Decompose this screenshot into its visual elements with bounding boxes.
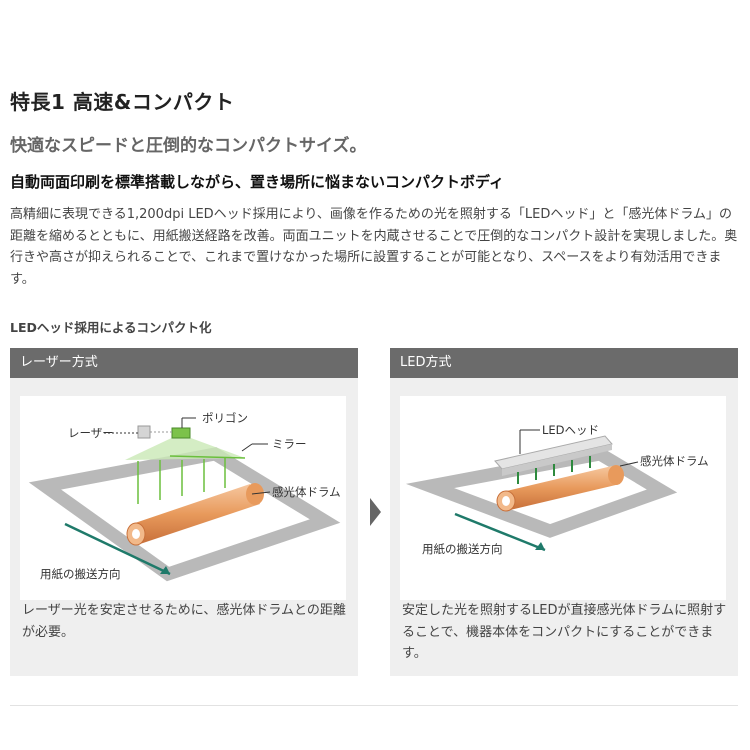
led-method-panel: LED方式 bbox=[390, 348, 738, 676]
drum-label: 感光体ドラム bbox=[640, 454, 709, 468]
photosensitive-drum bbox=[496, 465, 624, 512]
paper-direction-label: 用紙の搬送方向 bbox=[422, 542, 503, 556]
section-heading: 特長1 高速&コンパクト bbox=[10, 90, 235, 114]
laser-beam-fan bbox=[125, 434, 245, 460]
laser-unit bbox=[137, 425, 151, 439]
led-beams bbox=[517, 456, 591, 484]
comparison-arrow-icon bbox=[370, 498, 381, 526]
laser-method-caption: レーザー光を安定させるために、感光体ドラムとの距離が必要。 bbox=[22, 603, 346, 640]
paper-direction-arrow bbox=[454, 512, 546, 552]
laser-method-header: レーザー方式 bbox=[10, 348, 358, 378]
paper-direction-arrow bbox=[64, 522, 171, 576]
laser-method-panel: レーザー方式 bbox=[10, 348, 358, 676]
led-head-bar bbox=[494, 435, 613, 476]
section-subheading: 快適なスピードと圧倒的なコンパクトサイズ。 bbox=[10, 136, 367, 156]
laser-method-diagram: レーザー ポリゴン ミラー 感光体ドラム 用紙の搬送方向 bbox=[20, 396, 346, 600]
mirror-label: ミラー bbox=[272, 437, 307, 451]
diagram-title: LEDヘッド採用によるコンパクト化 bbox=[10, 320, 212, 335]
laser-label: レーザー bbox=[68, 426, 114, 440]
paper-direction-label: 用紙の搬送方向 bbox=[40, 567, 121, 581]
feature-title: 自動両面印刷を標準搭載しながら、置き場所に悩まないコンパクトボディ bbox=[10, 173, 504, 191]
led-method-header: LED方式 bbox=[390, 348, 738, 378]
feature-description: 高精細に表現できる1,200dpi LEDヘッド採用により、画像を作るための光を… bbox=[10, 207, 738, 287]
polygon-label: ポリゴン bbox=[202, 411, 248, 425]
section-divider bbox=[10, 705, 738, 706]
drum-label: 感光体ドラム bbox=[272, 485, 341, 499]
laser-beams bbox=[137, 455, 246, 504]
paper-frame bbox=[28, 447, 341, 582]
led-method-diagram: LEDヘッド 感光体ドラム 用紙の搬送方向 bbox=[400, 396, 726, 600]
photosensitive-drum bbox=[126, 483, 264, 546]
led-head-label: LEDヘッド bbox=[542, 423, 599, 437]
polygon-mirror bbox=[171, 427, 191, 439]
led-method-caption: 安定した光を照射するLEDが直接感光体ドラムに照射することで、機器本体をコンパク… bbox=[402, 603, 727, 661]
